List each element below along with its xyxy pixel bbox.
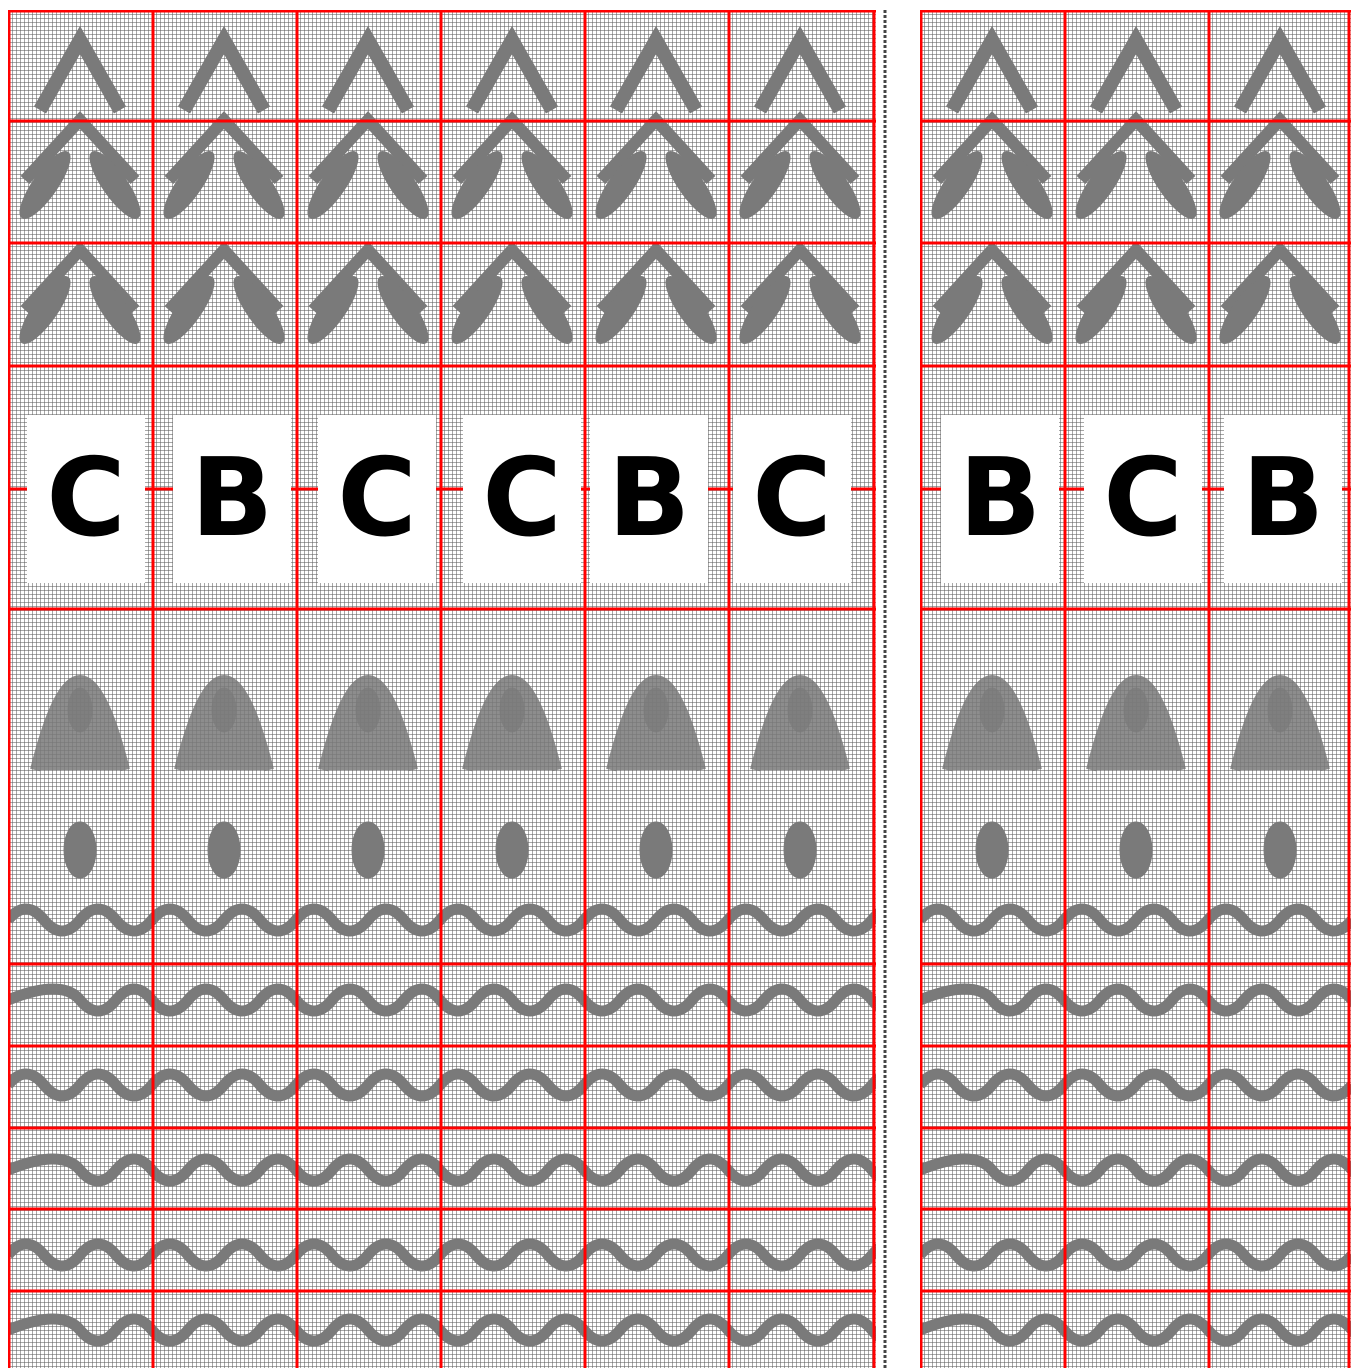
section-label: C bbox=[463, 415, 581, 583]
right-chart-panel bbox=[920, 10, 1351, 1368]
section-label: B bbox=[941, 415, 1059, 583]
section-label: C bbox=[1084, 415, 1202, 583]
section-label-text: C bbox=[1103, 445, 1182, 553]
section-label: B bbox=[1224, 415, 1342, 583]
section-label-text: C bbox=[46, 445, 125, 553]
red-gridlines bbox=[8, 10, 876, 1368]
section-label-text: B bbox=[608, 445, 690, 553]
section-label-text: B bbox=[1242, 445, 1324, 553]
red-gridlines bbox=[920, 10, 1351, 1368]
section-label: C bbox=[733, 415, 851, 583]
section-gridlines bbox=[920, 10, 1351, 1368]
section-label-text: C bbox=[337, 445, 416, 553]
section-label-text: C bbox=[752, 445, 831, 553]
seam-divider bbox=[880, 10, 890, 1368]
section-label-text: B bbox=[191, 445, 273, 553]
section-label: C bbox=[318, 415, 436, 583]
section-label-text: C bbox=[482, 445, 561, 553]
section-label: C bbox=[27, 415, 145, 583]
section-label: B bbox=[590, 415, 708, 583]
section-label: B bbox=[173, 415, 291, 583]
section-gridlines bbox=[8, 10, 876, 1368]
left-chart-panel bbox=[8, 10, 876, 1368]
section-label-text: B bbox=[959, 445, 1041, 553]
